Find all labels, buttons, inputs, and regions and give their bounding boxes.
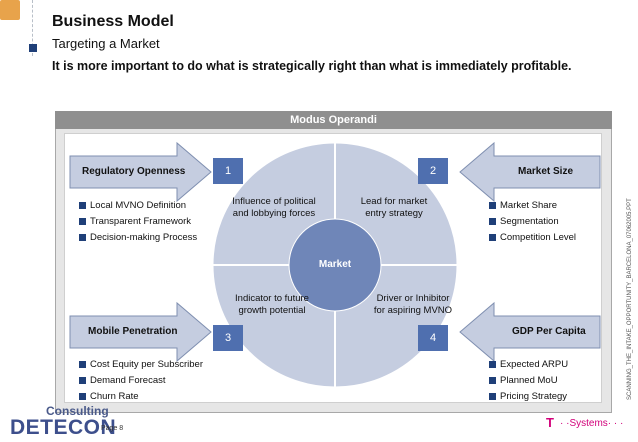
arrow-market-size [459, 141, 601, 203]
bullet-square-icon [489, 360, 496, 368]
bullet-square-icon [489, 233, 496, 241]
list-item: Expected ARPU [489, 356, 568, 372]
bullet-square-icon [79, 360, 86, 368]
quadrant-1-line-1: Influence of political [232, 196, 316, 207]
page-title: Business Model [52, 13, 174, 30]
arrow-gdp-per-capita [459, 301, 601, 363]
list-item: Local MVNO Definition [79, 197, 197, 213]
bullet-square-icon [489, 376, 496, 384]
t-systems-logo-text: · ·Systems· · · [560, 418, 624, 429]
list-item: Churn Rate [79, 388, 203, 404]
bullets-regulatory-openness: Local MVNO Definition Transparent Framew… [79, 197, 197, 245]
quadrant-3-line-2: growth potential [238, 305, 306, 316]
bullet-text: Market Share [500, 199, 558, 211]
quadrant-3-line-1: Indicator to future [235, 293, 309, 304]
side-filename-text: SCANNING_THE_INTAKE_OPPORTUNITY_BARCELON… [627, 198, 633, 400]
bullet-text: Pricing Strategy [500, 390, 568, 402]
force-label-mobile-penetration: Mobile Penetration [88, 326, 178, 337]
quadrant-number-2: 2 [418, 158, 448, 184]
arrow-mobile-penetration [69, 301, 212, 363]
bullet-text: Segmentation [500, 215, 559, 227]
bullet-text: Decision-making Process [90, 231, 198, 243]
quadrant-1-line-2: and lobbying forces [232, 208, 316, 219]
quadrant-4-line-2: for aspiring MVNO [373, 305, 453, 316]
quadrant-4-line-1: Driver or Inhibitor [376, 293, 450, 304]
quadrant-2-line-1: Lead for market [360, 196, 428, 207]
side-filename: SCANNING_THE_INTAKE_OPPORTUNITY_BARCELON… [627, 160, 635, 400]
bullet-square-icon [489, 392, 496, 400]
list-item: Transparent Framework [79, 213, 197, 229]
bullet-text: Demand Forecast [90, 374, 166, 386]
quadrant-text-2: Lead for market entry strategy [344, 196, 444, 220]
force-label-gdp-per-capita: GDP Per Capita [512, 326, 586, 337]
page-subtitle: Targeting a Market [52, 36, 160, 51]
bullet-text: Expected ARPU [500, 358, 569, 370]
logo-consulting-text: Consulting [46, 404, 109, 418]
bullet-text: Transparent Framework [90, 215, 192, 227]
quadrant-text-1: Influence of political and lobbying forc… [224, 196, 324, 220]
quadrant-number-1: 1 [213, 158, 243, 184]
bullet-square-icon [79, 392, 86, 400]
corner-logo-icon [0, 0, 20, 20]
left-rail-divider [32, 0, 34, 56]
list-item: Market Share [489, 197, 576, 213]
quadrant-text-4: Driver or Inhibitor for aspiring MVNO [363, 293, 463, 317]
bullets-gdp-per-capita: Expected ARPU Planned MoU Pricing Strate… [489, 356, 568, 404]
bullet-square-icon [79, 217, 86, 225]
page-tagline: It is more important to do what is strat… [52, 59, 572, 73]
rail-square-icon [29, 44, 37, 52]
bullet-square-icon [79, 233, 86, 241]
bullet-text: Cost Equity per Subscriber [90, 358, 203, 370]
bullet-square-icon [489, 201, 496, 209]
center-market-label: Market [318, 259, 352, 270]
bullet-text: Local MVNO Definition [90, 199, 187, 211]
force-label-regulatory-openness: Regulatory Openness [82, 166, 186, 177]
bullet-square-icon [489, 217, 496, 225]
bullet-square-icon [79, 201, 86, 209]
list-item: Planned MoU [489, 372, 568, 388]
arrow-regulatory-openness [69, 141, 212, 203]
list-item: Cost Equity per Subscriber [79, 356, 203, 372]
bullet-text: Churn Rate [90, 390, 139, 402]
quadrant-2-line-2: entry strategy [365, 208, 423, 219]
list-item: Competition Level [489, 229, 576, 245]
detecon-logo: DETECON [10, 416, 117, 439]
page-number: Page 8 [101, 425, 124, 432]
force-label-market-size: Market Size [518, 166, 574, 177]
bullets-market-size: Market Share Segmentation Competition Le… [489, 197, 576, 245]
bullets-mobile-penetration: Cost Equity per Subscriber Demand Foreca… [79, 356, 203, 404]
bullet-text: Planned MoU [500, 374, 558, 386]
center-circle [288, 218, 382, 312]
quadrant-text-3: Indicator to future growth potential [222, 293, 322, 317]
list-item: Decision-making Process [79, 229, 197, 245]
bullet-text: Competition Level [500, 231, 577, 243]
bullet-square-icon [79, 376, 86, 384]
diagram-header: Modus Operandi [55, 111, 612, 129]
list-item: Pricing Strategy [489, 388, 568, 404]
quadrant-number-4: 4 [418, 325, 448, 351]
list-item: Demand Forecast [79, 372, 203, 388]
quadrant-number-3: 3 [213, 325, 243, 351]
list-item: Segmentation [489, 213, 576, 229]
t-systems-logo-mark: T [546, 415, 554, 430]
